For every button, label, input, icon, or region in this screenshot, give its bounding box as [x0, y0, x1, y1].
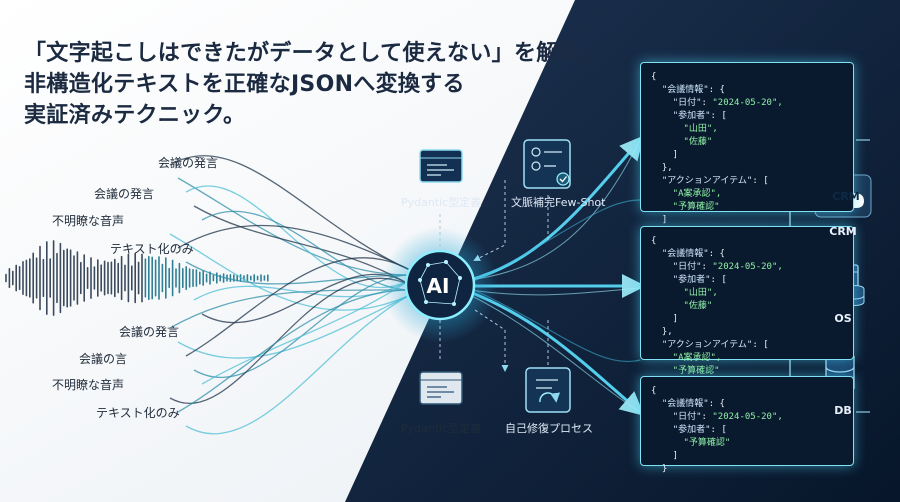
flow-line	[177, 289, 411, 413]
ai-label: AI	[426, 274, 450, 298]
tool-label-self-repair: 自己修復プロセス	[505, 422, 593, 435]
neural-network-icon	[417, 259, 462, 306]
flow-line	[169, 289, 411, 329]
voice-label: 不明瞭な音声	[52, 378, 125, 392]
json-code-line: ]	[651, 314, 679, 324]
headline-line-1: 「文字起こしはできたがデータとして使えない」を解決。	[24, 41, 604, 66]
json-code-line: "予算確認"	[651, 202, 720, 212]
json-code-line: ]	[651, 150, 679, 160]
json-code-line: "A案承認",	[651, 189, 722, 199]
input-flow-lines	[169, 155, 411, 435]
tool-label-pydantic-top: Pydantic型定義	[401, 196, 482, 209]
checklist-icon-top	[523, 139, 571, 189]
json-code-line: "佐藤"	[651, 301, 713, 311]
ai-core	[404, 249, 476, 321]
flow-line	[177, 294, 411, 359]
json-code-line: "参加者": [	[672, 275, 727, 285]
json-code-line: "予算確認"	[651, 366, 720, 376]
destination-label-db: DB	[834, 404, 852, 417]
json-code-line: },	[651, 163, 673, 173]
crm-logo-text: CRM	[832, 190, 860, 203]
json-code-line: "山田",	[651, 288, 718, 298]
json-output-box-2: { "会議情報": { "日付": "2024-05-20", "参加者": […	[640, 226, 854, 402]
flow-line	[169, 277, 411, 405]
json-code-line: "予算確認"	[651, 438, 731, 448]
json-code-line: "A案承認",	[651, 353, 722, 363]
destination-label-crm: CRM	[829, 225, 857, 238]
voice-label: 会議の発言	[158, 156, 219, 170]
voice-label: 不明瞭な音声	[52, 214, 125, 228]
json-output-box-3: { "会議情報": { "日付": "2024-05-20", "参加者": […	[640, 376, 854, 474]
json-code-line: ]	[651, 215, 668, 225]
flow-line	[169, 155, 411, 271]
json-code-line: "日付": "2024-05-20",	[672, 98, 783, 108]
headline-line-3: 実証済みテクニック。	[24, 103, 246, 128]
flow-line	[193, 205, 411, 286]
flow-line	[185, 185, 411, 289]
destination-label-os: OS	[834, 312, 852, 325]
headline-line-2: 非構造化テキストを正確なJSONへ変換する	[24, 72, 465, 97]
json-code-line: "会議情報": {	[661, 399, 725, 409]
json-code-line: "アクションアイテム": [	[661, 340, 769, 350]
json-code-line: "日付": "2024-05-20",	[672, 262, 783, 272]
flow-line	[185, 257, 411, 357]
json-code-line: "参加者": [	[672, 111, 727, 121]
repair-cycle-icon-bottom	[525, 367, 571, 413]
json-code-line: }	[651, 464, 668, 474]
json-code-line: },	[651, 327, 673, 337]
json-code-line: "会議情報": {	[661, 85, 725, 95]
json-code-line: {	[651, 72, 657, 82]
json-code-line: "参加者": [	[672, 425, 727, 435]
code-window-icon-bottom	[419, 371, 463, 405]
voice-label: 会議の言	[79, 352, 128, 366]
audio-waveform	[5, 240, 269, 316]
json-output-box-1: { "会議情報": { "日付": "2024-05-20", "参加者": […	[640, 62, 854, 238]
flow-line	[177, 224, 411, 271]
tool-connectors	[439, 180, 549, 372]
tool-label-pydantic-bottom: Pydantic型定義	[401, 422, 482, 435]
flow-line	[185, 294, 411, 435]
voice-label: 会議の発言	[119, 325, 180, 339]
voice-label: テキスト化のみ	[96, 406, 180, 420]
voice-label: テキスト化のみ	[110, 242, 194, 256]
json-code-line: "会議情報": {	[661, 249, 725, 259]
json-code-line: {	[651, 236, 657, 246]
json-code-line: "佐藤"	[651, 137, 713, 147]
flow-line	[169, 233, 411, 311]
json-code-line: ]	[651, 451, 679, 461]
json-code-line: {	[651, 386, 657, 396]
json-code-line: "山田",	[651, 124, 718, 134]
tool-label-few-shot: 文脈補完Few-Shot	[511, 196, 606, 209]
flow-line	[177, 177, 411, 276]
headline: 「文字起こしはできたがデータとして使えない」を解決。 非構造化テキストを正確なJ…	[24, 38, 603, 131]
json-code-line: "日付": "2024-05-20",	[672, 412, 783, 422]
flow-line	[185, 261, 411, 285]
code-window-icon-top	[419, 149, 463, 183]
json-code-line: "アクションアイテム": [	[661, 176, 769, 186]
voice-label: 会議の発言	[94, 187, 155, 201]
